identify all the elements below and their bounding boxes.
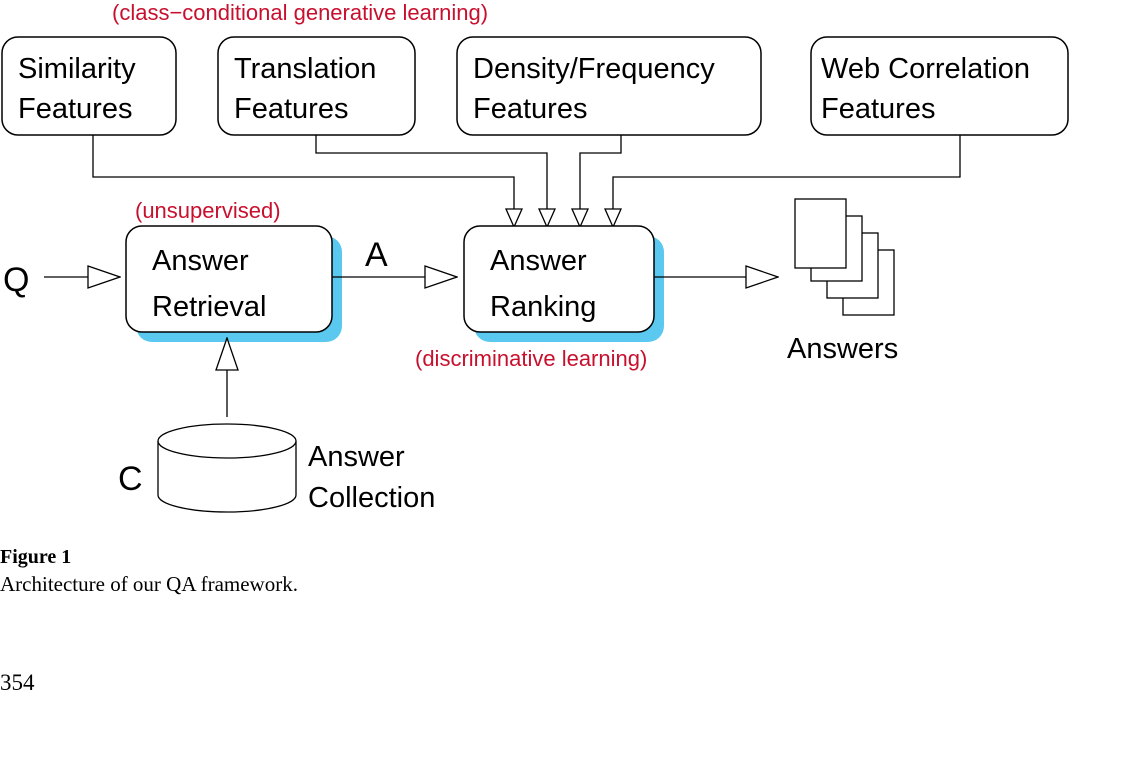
answer-collection-line1: Answer xyxy=(308,441,405,473)
generative-learning-annotation: (class−conditional generative learning) xyxy=(112,0,488,25)
answers-label: Answers xyxy=(787,333,898,365)
similarity-features-line2: Features xyxy=(18,93,132,125)
candidate-answers-label: A xyxy=(365,236,388,274)
density-to-ranking-connector xyxy=(580,135,622,227)
answer-ranking-box: Answer Ranking xyxy=(463,225,664,342)
answer-retrieval-line2: Retrieval xyxy=(152,291,266,323)
query-label: Q xyxy=(3,261,29,299)
density-frequency-features-line2: Features xyxy=(473,93,587,125)
web-correlation-to-ranking-connector xyxy=(613,135,961,227)
translation-features-box: Translation Features xyxy=(217,36,416,136)
figure-caption: Architecture of our QA framework. xyxy=(0,572,298,596)
collection-letter-label: C xyxy=(118,460,143,498)
similarity-features-line1: Similarity xyxy=(18,53,136,85)
unsupervised-annotation: (unsupervised) xyxy=(135,198,281,223)
figure-label: Figure 1 xyxy=(0,546,72,568)
density-frequency-features-line1: Density/Frequency xyxy=(473,53,715,85)
answer-ranking-line1: Answer xyxy=(490,245,587,277)
density-frequency-features-box: Density/Frequency Features xyxy=(456,36,762,136)
similarity-to-ranking-connector xyxy=(92,135,514,227)
answer-retrieval-line1: Answer xyxy=(152,245,249,277)
answers-document-stack-icon xyxy=(794,198,895,316)
translation-features-line1: Translation xyxy=(234,53,376,85)
answer-collection-line2: Collection xyxy=(308,482,435,514)
answer-retrieval-box: Answer Retrieval xyxy=(125,225,342,342)
discriminative-learning-annotation: (discriminative learning) xyxy=(415,346,647,371)
page-number: 354 xyxy=(0,670,35,695)
qa-architecture-diagram: (class−conditional generative learning) … xyxy=(1,0,1069,514)
web-correlation-features-box: Web Correlation Features xyxy=(810,36,1069,136)
answer-ranking-line2: Ranking xyxy=(490,291,596,323)
similarity-features-box: Similarity Features xyxy=(1,36,177,136)
web-correlation-features-line2: Features xyxy=(821,93,935,125)
answer-collection-database-icon xyxy=(157,423,297,513)
translation-to-ranking-connector xyxy=(315,135,547,227)
translation-features-line2: Features xyxy=(234,93,348,125)
web-correlation-features-line1: Web Correlation xyxy=(821,53,1030,85)
